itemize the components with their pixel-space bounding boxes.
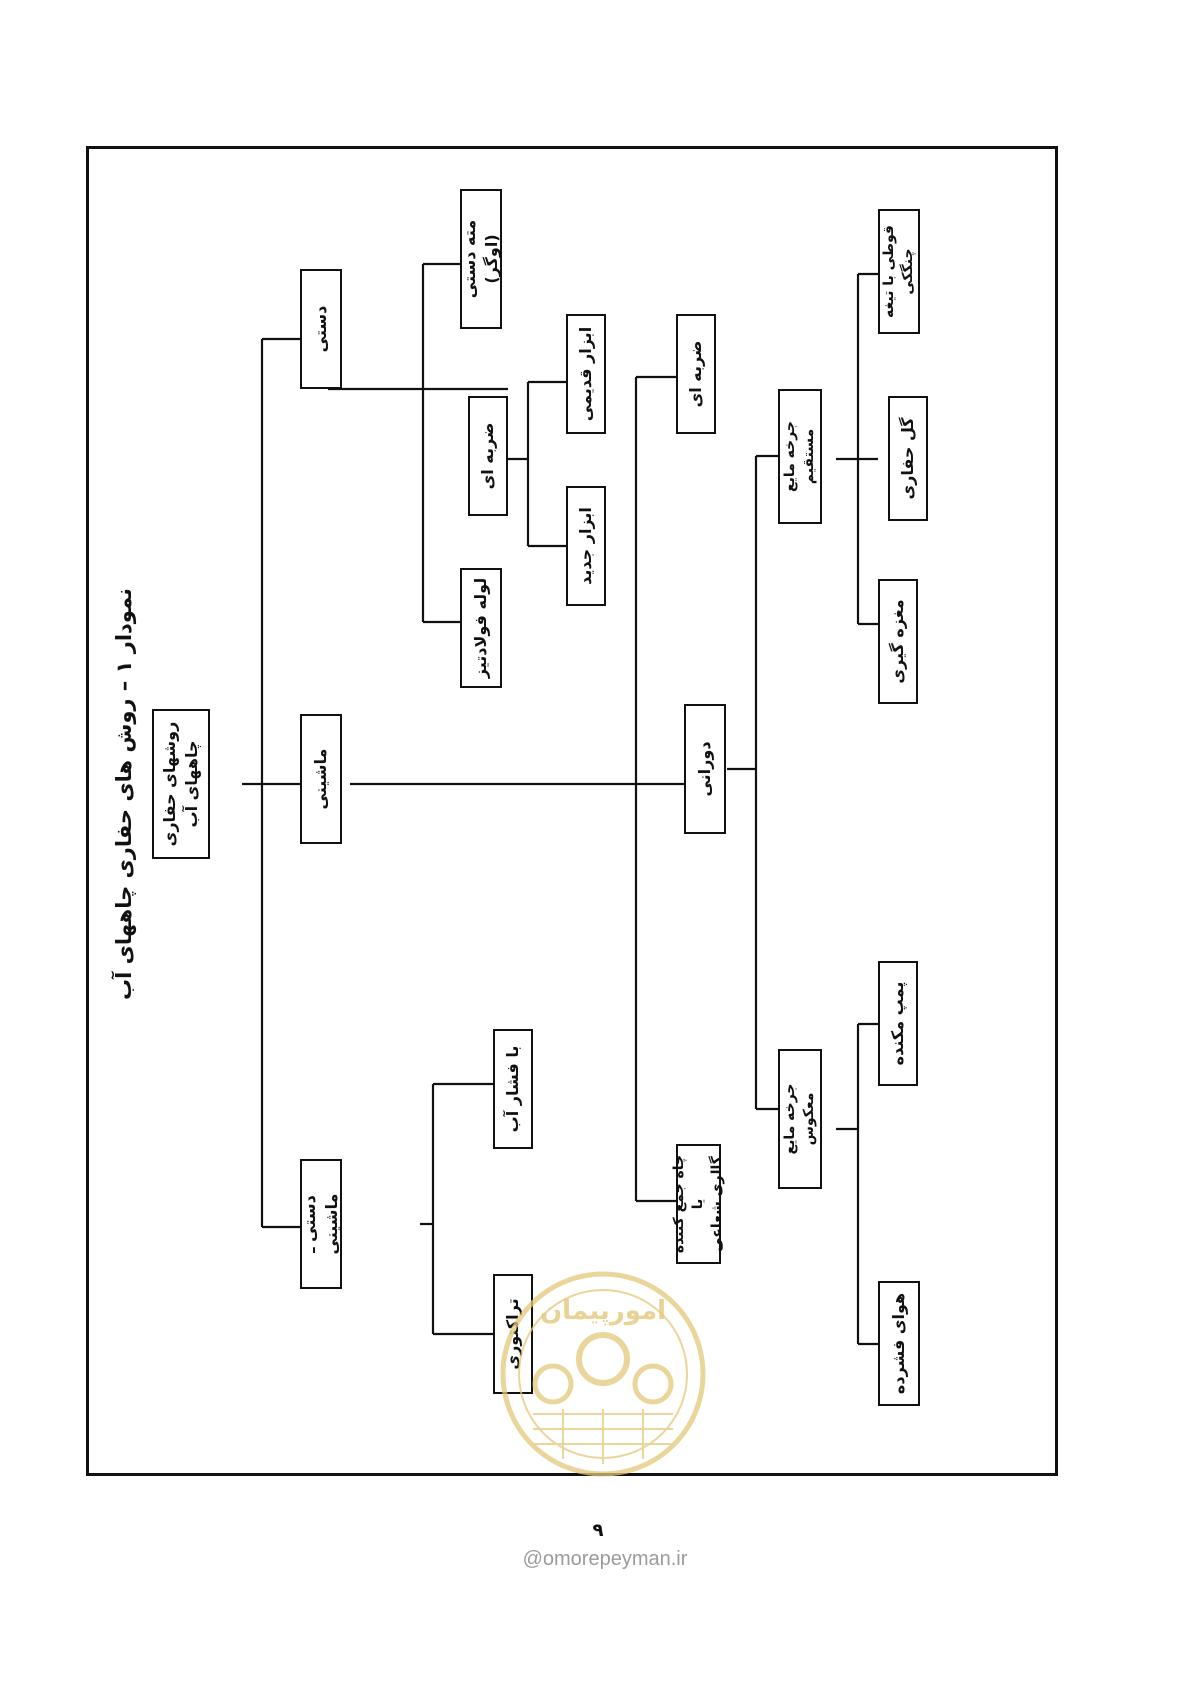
watermark-text: @omorepeyman.ir: [522, 1548, 688, 1570]
node-pump: پمپ مکنده: [878, 961, 918, 1086]
node-core: مغزه گیری: [878, 579, 918, 704]
watermark-seal: امورپیمان: [500, 1271, 706, 1477]
node-semi-machine: دستی ـ ماشینی: [300, 1159, 342, 1289]
rotated-diagram: نمودار ۱ – روش های حفاری چاههای آب روشها…: [88, 144, 1056, 1474]
root-node: روشهای حفاری چاههای آب: [152, 709, 210, 859]
page-number: ۹: [592, 1520, 604, 1541]
node-new-tools: ابزار جدید: [566, 486, 606, 606]
node-rotary: دورانی: [684, 704, 726, 834]
node-collector-well: چاه جمع کننده یا گالری شعاعی: [671, 1144, 725, 1264]
node-auger: مته دستی (اوگر): [460, 189, 502, 329]
watermark-seal-text: امورپیمان: [540, 1296, 666, 1326]
diagram-title: نمودار ۱ – روش های حفاری چاههای آب: [112, 588, 136, 1000]
diagram-frame: [86, 146, 1058, 1476]
node-percussion: ضربه ای: [676, 314, 716, 434]
node-manual: دستی: [300, 269, 342, 389]
node-mud: گل حفاری: [888, 396, 928, 521]
node-water-pressure: با فشار آب: [493, 1029, 533, 1149]
node-machine: ماشینی: [300, 714, 342, 844]
node-driven-pipe: لوله فولادتیز: [460, 568, 502, 688]
node-direct-circulation: جرخه مایع مستقیم: [778, 389, 822, 524]
node-reverse-circulation: جرخه مایع معکوس: [778, 1049, 822, 1189]
connector-lines: [242, 262, 878, 1346]
node-old-tools: ابزار قدیمی: [566, 314, 606, 434]
node-air: هوای فشرده: [878, 1281, 920, 1406]
node-punch: ضربه ای: [468, 396, 508, 516]
node-bucket: قوطی با تیغه چنگکی: [878, 209, 920, 334]
